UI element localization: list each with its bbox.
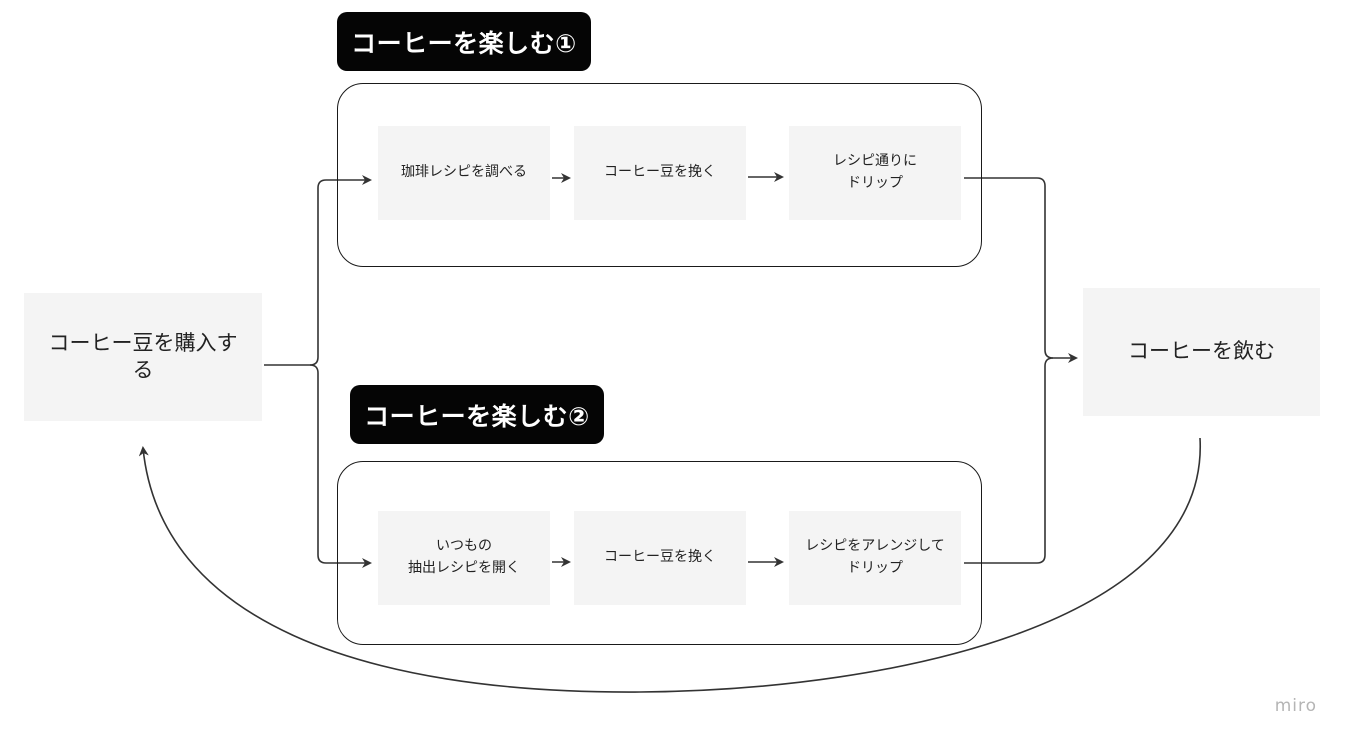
group-title-2: コーヒーを楽しむ② xyxy=(350,385,604,444)
group2-step-3-label: レシピをアレンジして ドリップ xyxy=(805,538,945,576)
group-title-1-label: コーヒーを楽しむ① xyxy=(351,28,577,58)
group2-step-3[interactable]: レシピをアレンジして ドリップ xyxy=(789,511,961,605)
group1-step-1[interactable]: 珈琲レシピを調べる xyxy=(378,126,550,220)
connector-start-to-group2 xyxy=(309,364,372,568)
group-frame-1 xyxy=(337,83,982,267)
group-title-2-label: コーヒーを楽しむ② xyxy=(364,401,590,431)
end-node[interactable]: コーヒーを飲む xyxy=(1083,288,1320,416)
end-node-label: コーヒーを飲む xyxy=(1128,339,1275,364)
group2-step-2-label: コーヒー豆を挽く xyxy=(604,549,716,566)
connector-group2-to-end xyxy=(964,357,1054,564)
group1-step-2[interactable]: コーヒー豆を挽く xyxy=(574,126,746,220)
group2-step-1-label: いつもの 抽出レシピを開く xyxy=(408,538,520,576)
group1-step-3[interactable]: レシピ通りに ドリップ xyxy=(789,126,961,220)
group-title-1: コーヒーを楽しむ① xyxy=(337,12,591,71)
group1-step-2-label: コーヒー豆を挽く xyxy=(604,164,716,181)
connector-group1-to-end xyxy=(964,177,1078,363)
group-frame-2 xyxy=(337,461,982,645)
connector-loop-end-to-start xyxy=(138,437,1201,693)
group1-step-1-label: 珈琲レシピを調べる xyxy=(401,164,527,181)
start-node-label: コーヒー豆を購入す る xyxy=(48,330,238,382)
group2-step-2[interactable]: コーヒー豆を挽く xyxy=(574,511,746,605)
group2-step-1[interactable]: いつもの 抽出レシピを開く xyxy=(378,511,550,605)
group1-step-3-label: レシピ通りに ドリップ xyxy=(833,153,917,191)
miro-watermark: miro xyxy=(1274,696,1317,716)
start-node[interactable]: コーヒー豆を購入す る xyxy=(24,293,262,421)
connector-start-to-group1 xyxy=(264,175,372,366)
